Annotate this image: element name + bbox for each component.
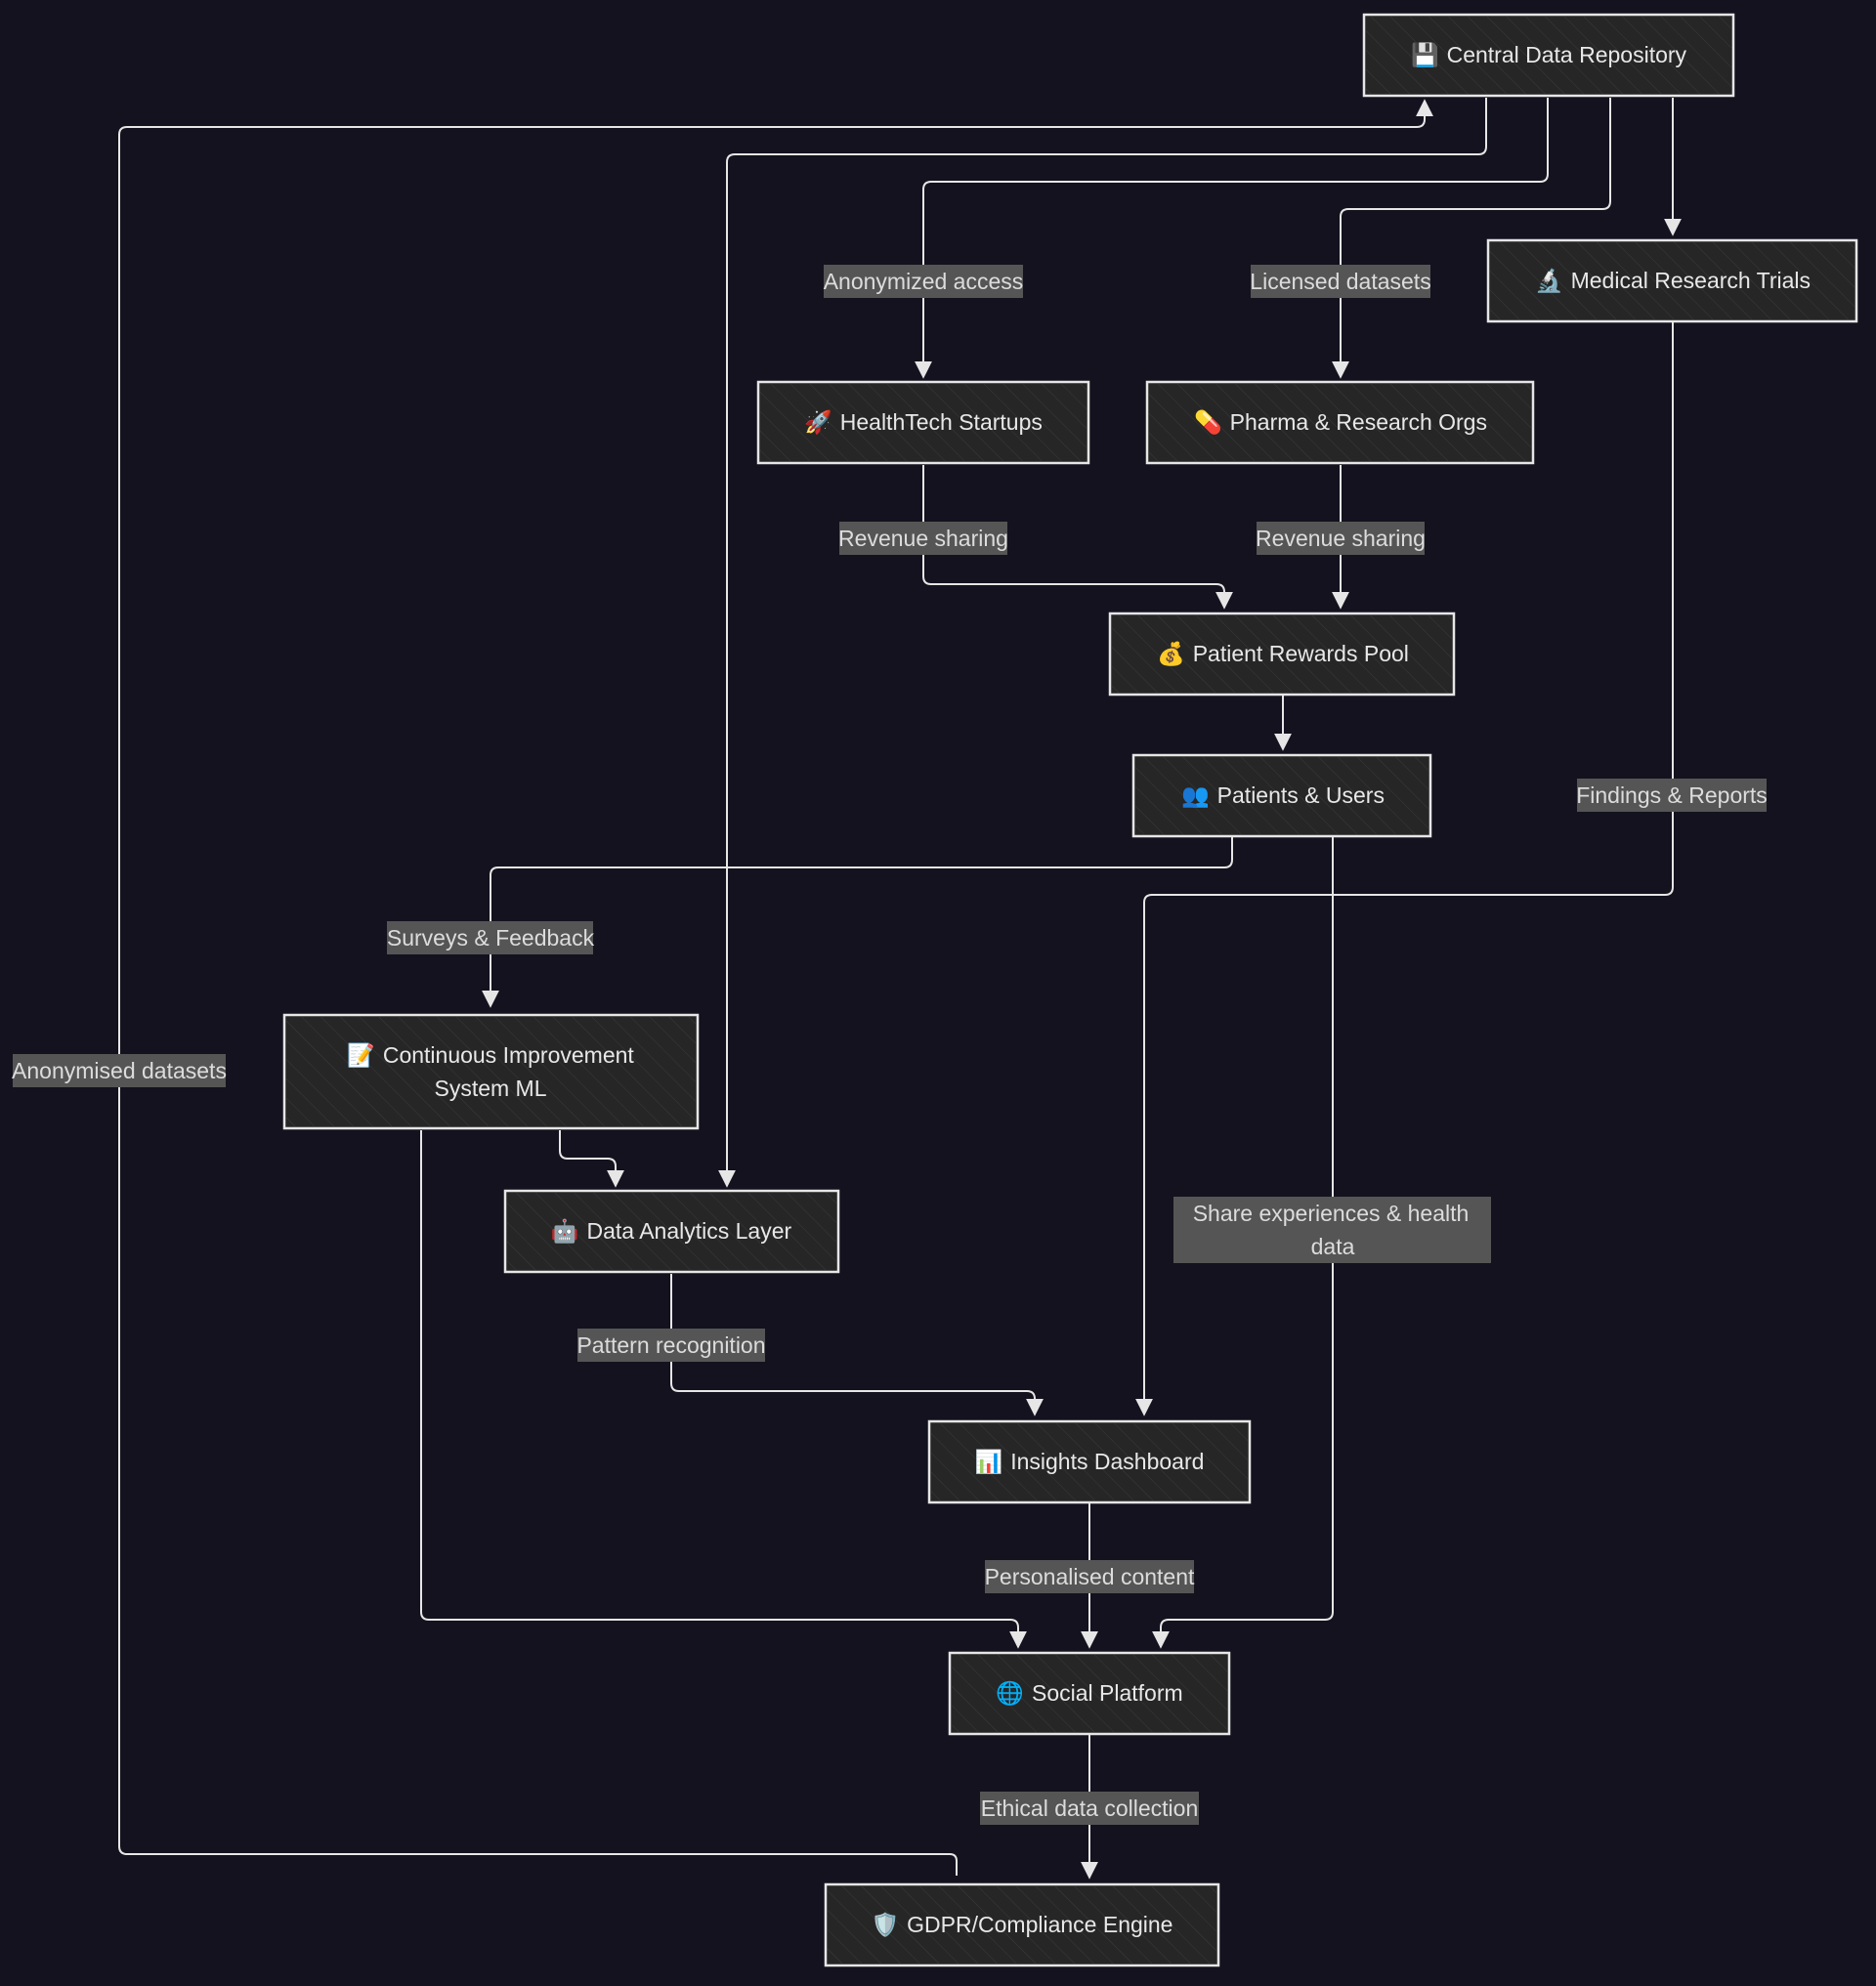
node-patients-users[interactable]: 👥 Patients & Users — [1131, 753, 1432, 838]
node-label: Patient Rewards Pool — [1193, 641, 1409, 666]
node-healthtech-startups[interactable]: 🚀 HealthTech Startups — [756, 380, 1090, 465]
svg-text:💰Patient Rewards Pool: 💰 Patient Rewards Pool — [1157, 641, 1409, 667]
floppy-disk-icon: 💾 — [1411, 42, 1439, 68]
edge-label-revenue-sharing-startups: Revenue sharing — [838, 522, 1008, 555]
edge-label-surveys-feedback: Surveys & Feedback — [387, 921, 595, 954]
node-label: Data Analytics Layer — [586, 1218, 791, 1244]
svg-text:🛡️GDPR/Compliance Engine: 🛡️ GDPR/Compliance Engine — [872, 1912, 1173, 1938]
node-continuous-improvement-system[interactable]: 📝 Continuous Improvement System ML — [282, 1013, 700, 1130]
edge-label-text: Ethical data collection — [981, 1796, 1198, 1821]
edge-label-share-experiences: Share experiences & health data — [1173, 1197, 1491, 1263]
svg-text:🌐Social Platform: 🌐 Social Platform — [996, 1680, 1182, 1707]
node-label: GDPR/Compliance Engine — [907, 1912, 1172, 1937]
edge-cism-to-social — [420, 1130, 1027, 1649]
node-pharma-research-orgs[interactable]: 💊 Pharma & Research Orgs — [1145, 380, 1535, 465]
microscope-icon: 🔬 — [1535, 267, 1563, 294]
node-label: Pharma & Research Orgs — [1230, 409, 1487, 435]
svg-text:💊Pharma & Research Orgs: 💊 Pharma & Research Orgs — [1194, 408, 1487, 436]
node-label: Continuous Improvement — [383, 1042, 635, 1068]
node-label-line2: System ML — [434, 1076, 546, 1101]
svg-text:📝Continuous Improvement: 📝 Continuous Improvement — [347, 1042, 634, 1069]
robot-icon: 🤖 — [551, 1218, 579, 1245]
edge-label-text: Revenue sharing — [1256, 526, 1426, 551]
edge-label-text: Share experiences & health — [1193, 1201, 1470, 1226]
edge-repo-to-pharma — [1332, 98, 1611, 379]
edge-gdpr-to-repo — [118, 99, 1433, 1876]
svg-text:🔬Medical Research Trials: 🔬 Medical Research Trials — [1535, 267, 1811, 294]
svg-text:📊Insights Dashboard: 📊 Insights Dashboard — [975, 1449, 1205, 1475]
edges — [118, 98, 1682, 1880]
edge-label-anonymised-datasets: Anonymised datasets — [12, 1054, 227, 1087]
node-data-analytics-layer[interactable]: 🤖 Data Analytics Layer — [503, 1189, 840, 1274]
edge-repo-to-startups — [915, 98, 1549, 379]
nodes: 💾 Central Data Repository 🔬 Medical Resear… — [282, 13, 1858, 1967]
edge-label-text: data — [1311, 1234, 1355, 1259]
edge-startups-to-rewards — [922, 465, 1233, 610]
edge-patients-to-cism — [482, 837, 1233, 1008]
edge-label-personalised-content: Personalised content — [985, 1560, 1195, 1593]
edge-label-text: Licensed datasets — [1250, 269, 1430, 294]
node-patient-rewards-pool[interactable]: 💰 Patient Rewards Pool — [1108, 612, 1456, 697]
edge-label-anonymized-access: Anonymized access — [824, 265, 1024, 298]
node-label: Insights Dashboard — [1010, 1449, 1204, 1474]
shield-icon: 🛡️ — [872, 1912, 900, 1938]
rocket-icon: 🚀 — [804, 409, 832, 436]
edge-label-revenue-sharing-pharma: Revenue sharing — [1256, 522, 1426, 555]
edge-label-text: Revenue sharing — [838, 526, 1008, 551]
edge-label-text: Surveys & Feedback — [387, 925, 595, 951]
edge-label-licensed-datasets: Licensed datasets — [1250, 265, 1431, 298]
node-label: Central Data Repository — [1447, 42, 1687, 67]
node-label: HealthTech Startups — [840, 409, 1043, 435]
edge-label-text: Anonymized access — [824, 269, 1024, 294]
svg-text:👥Patients & Users: 👥 Patients & Users — [1181, 782, 1385, 809]
node-gdpr-compliance-engine[interactable]: 🛡️ GDPR/Compliance Engine — [824, 1882, 1220, 1967]
edge-trials-to-insights — [1135, 322, 1674, 1416]
people-icon: 👥 — [1181, 782, 1210, 809]
node-central-data-repository[interactable]: 💾 Central Data Repository — [1362, 13, 1735, 98]
edge-labels: Anonymized access Licensed datasets Reve… — [12, 265, 1768, 1825]
money-bag-icon: 💰 — [1157, 641, 1185, 667]
edge-label-text: Anonymised datasets — [12, 1058, 227, 1083]
edge-label-findings-reports: Findings & Reports — [1576, 779, 1768, 812]
edge-analytics-to-insights — [670, 1274, 1044, 1416]
node-insights-dashboard[interactable]: 📊 Insights Dashboard — [927, 1419, 1252, 1504]
edge-repo-to-analytics — [718, 98, 1487, 1188]
node-medical-research-trials[interactable]: 🔬 Medical Research Trials — [1486, 238, 1858, 323]
edge-label-ethical-data-collection: Ethical data collection — [980, 1792, 1199, 1825]
edge-cism-to-analytics — [559, 1130, 624, 1188]
svg-text:🚀HealthTech Startups: 🚀 HealthTech Startups — [804, 409, 1043, 436]
globe-icon: 🌐 — [996, 1680, 1024, 1707]
bar-chart-icon: 📊 — [975, 1449, 1003, 1475]
edge-label-text: Pattern recognition — [576, 1332, 765, 1358]
node-social-platform[interactable]: 🌐 Social Platform — [948, 1651, 1231, 1736]
svg-text:💾Central Data Repository: 💾 Central Data Repository — [1411, 42, 1687, 68]
pill-icon: 💊 — [1194, 408, 1222, 436]
node-label: Social Platform — [1032, 1680, 1183, 1706]
node-label: Medical Research Trials — [1571, 268, 1811, 293]
edge-label-text: Personalised content — [985, 1564, 1195, 1589]
node-label: Patients & Users — [1217, 782, 1385, 808]
edge-label-text: Findings & Reports — [1576, 782, 1768, 808]
edge-patients-to-social — [1152, 837, 1334, 1649]
edge-label-pattern-recognition: Pattern recognition — [576, 1329, 766, 1362]
svg-text:🤖Data Analytics Layer: 🤖 Data Analytics Layer — [551, 1218, 792, 1245]
memo-icon: 📝 — [347, 1042, 375, 1069]
